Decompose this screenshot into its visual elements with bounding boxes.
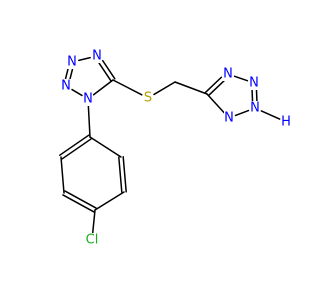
atom-bg-n4b bbox=[223, 67, 233, 81]
bond-p1-p2-a bbox=[59, 134, 90, 156]
bond-n2b-h bbox=[260, 110, 281, 120]
atom-label-n4b: N bbox=[223, 67, 233, 82]
atom-bg-n1 bbox=[83, 92, 93, 106]
canvas-background bbox=[0, 0, 300, 300]
bond-n2-n3-a bbox=[69, 68, 74, 81]
atom-label-n3b: N bbox=[249, 76, 259, 91]
bond-s-ch2 bbox=[153, 81, 176, 96]
atom-bg-n2b bbox=[250, 101, 260, 115]
atom-bg-n1b bbox=[224, 111, 234, 125]
atom-label-n2: N bbox=[61, 79, 71, 94]
atom-label-cl: Cl bbox=[86, 233, 99, 248]
atom-label-h: H bbox=[281, 115, 291, 130]
atom-label-n1b: N bbox=[224, 111, 234, 126]
bond-n1b-c5b bbox=[206, 93, 226, 114]
bond-n4b-n3b bbox=[233, 75, 249, 82]
bond-n2-n3-b bbox=[64, 67, 69, 80]
atom-bg-cl bbox=[84, 233, 100, 247]
bond-c5b-n4b-a bbox=[207, 79, 226, 97]
bond-n4-c5-b bbox=[101, 59, 116, 80]
bond-p4-cl bbox=[91, 209, 96, 234]
bond-p5-p6-a bbox=[122, 156, 127, 193]
bond-layer bbox=[59, 56, 281, 234]
atom-label-s: S bbox=[144, 91, 152, 106]
bond-c5-n1 bbox=[92, 79, 114, 96]
bond-p1-p2-b bbox=[61, 138, 92, 160]
atom-bg-n4 bbox=[92, 49, 102, 63]
bond-p2-p3 bbox=[60, 156, 65, 194]
atom-label-n3: N bbox=[67, 55, 77, 70]
atom-bg-n3 bbox=[67, 55, 77, 69]
bond-c5b-n4b-b bbox=[204, 76, 223, 94]
bond-n2b-n1b bbox=[234, 109, 250, 117]
bond-p5-p6-b bbox=[118, 156, 123, 193]
atom-bg-n2 bbox=[61, 79, 71, 93]
bond-p4-p5 bbox=[94, 191, 125, 211]
bond-n4-c5-a bbox=[98, 62, 112, 82]
bond-ch2-c5b bbox=[174, 81, 208, 95]
atom-label-n4: N bbox=[92, 49, 102, 64]
bond-p3-p4-a bbox=[62, 194, 95, 213]
atom-bg-s bbox=[143, 91, 153, 105]
bond-n1-n2 bbox=[71, 88, 83, 97]
bond-p3-p4-b bbox=[64, 190, 97, 209]
bond-c5-s bbox=[112, 79, 143, 96]
bond-p6-p1 bbox=[89, 136, 122, 158]
atom-bg-h bbox=[281, 115, 291, 129]
bond-n1-p1 bbox=[87, 105, 91, 138]
atom-label-n2b: N bbox=[250, 101, 260, 116]
bond-n3-n4 bbox=[78, 56, 91, 62]
atom-bg-n3b bbox=[249, 76, 259, 90]
atom-label-n1: N bbox=[83, 92, 93, 107]
